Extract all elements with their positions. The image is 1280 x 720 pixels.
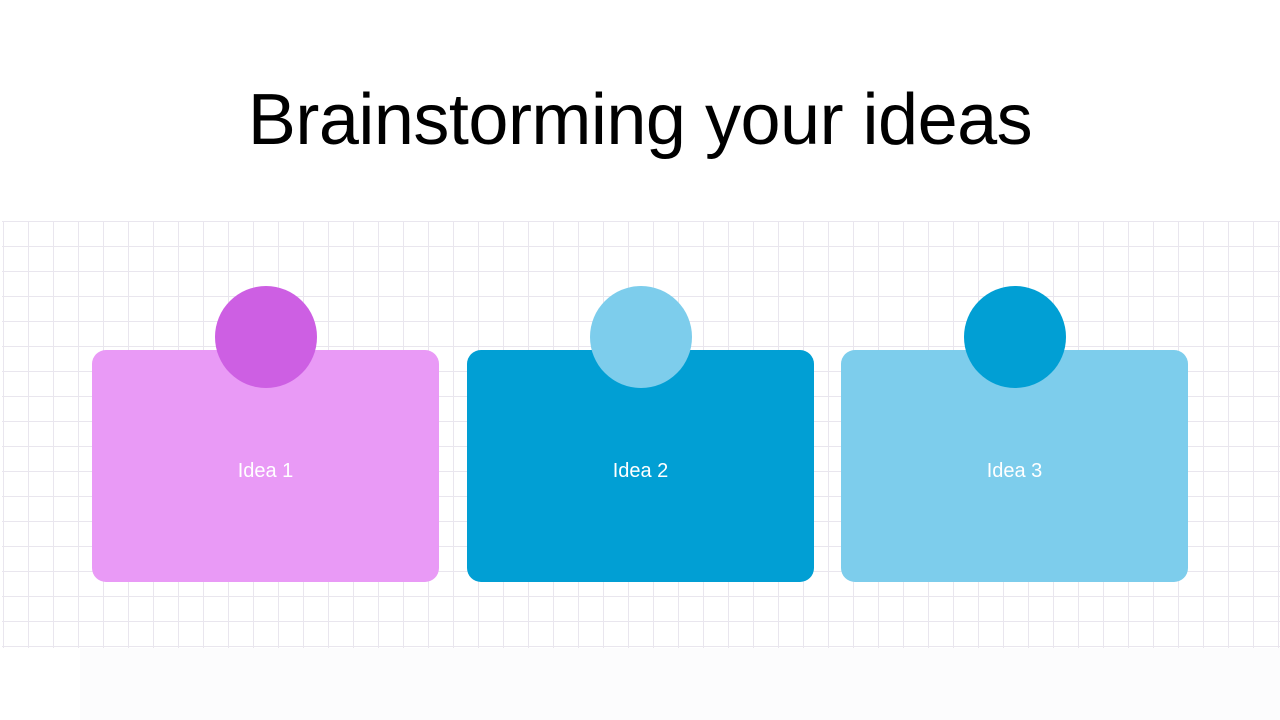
idea-card-2[interactable]: Idea 2: [467, 350, 814, 582]
idea-card-3[interactable]: Idea 3: [841, 350, 1188, 582]
idea-card-label: Idea 1: [237, 460, 294, 482]
idea-card-1[interactable]: Idea 1: [92, 350, 439, 582]
idea-card-label: Idea 2: [612, 460, 669, 482]
idea-card-label: Idea 3: [986, 460, 1043, 482]
bottom-margin: [0, 648, 80, 720]
circle-badge-icon: [964, 286, 1066, 388]
slide-title: Brainstorming your ideas: [247, 80, 1033, 160]
circle-badge-icon: [215, 286, 317, 388]
circle-badge-icon: [590, 286, 692, 388]
bottom-panel: [80, 648, 1280, 720]
